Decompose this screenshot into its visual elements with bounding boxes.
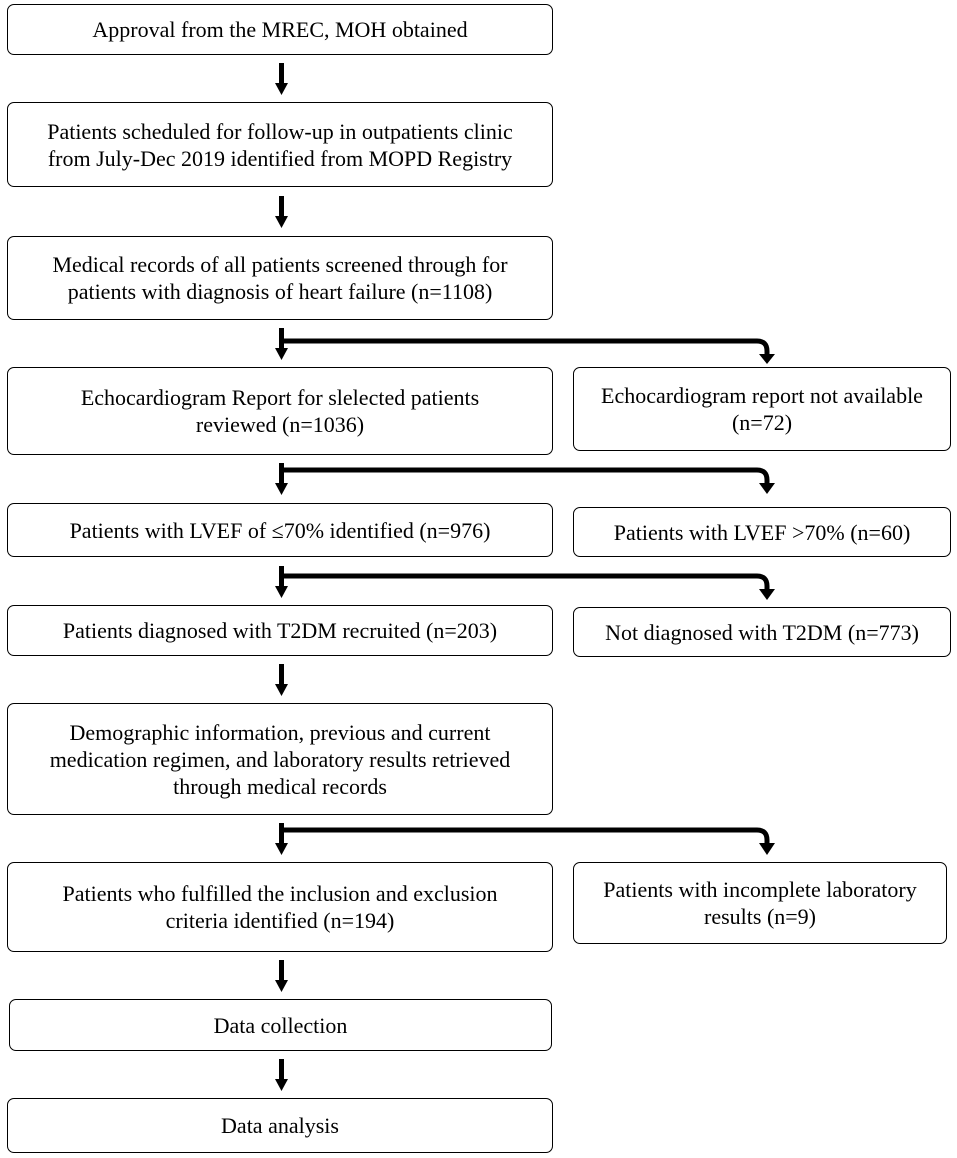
branch-arrow-no-t2dm	[284, 573, 770, 592]
branch-arrowhead-lvef-high	[759, 483, 775, 494]
arrow-collection-to-analysis	[275, 1059, 288, 1091]
exclusion-incomplete-lab-line-1: Patients with incomplete laboratory	[603, 877, 917, 902]
step-echo-line-1: Echocardiogram Report for slelected pati…	[80, 385, 480, 410]
step-inclusion-line-1: Patients who fulfilled the inclusion and…	[62, 881, 498, 906]
step-analysis-line-1: Data analysis	[221, 1113, 339, 1138]
step-analysis-box: Data analysis	[7, 1098, 553, 1153]
branch-arrow-echo-na	[284, 338, 770, 357]
step-t2dm-box: Patients diagnosed with T2DM recruited (…	[7, 605, 553, 656]
step-collection-box: Data collection	[9, 999, 552, 1051]
arrow-inclusion-to-collection	[275, 960, 288, 992]
arrow-screened-to-echo	[275, 328, 288, 360]
exclusion-echo-na-line-2: (n=72)	[731, 410, 793, 435]
step-inclusion-box: Patients who fulfilled the inclusion and…	[7, 862, 553, 952]
exclusion-echo-na-box: Echocardiogram report not available (n=7…	[573, 367, 951, 451]
step-inclusion-line-2: criteria identified (n=194)	[165, 908, 395, 933]
arrow-approval-to-scheduled	[275, 63, 288, 95]
step-t2dm-line-1: Patients diagnosed with T2DM recruited (…	[62, 618, 498, 643]
exclusion-no-t2dm-line-1: Not diagnosed with T2DM (n=773)	[605, 619, 919, 645]
step-demographic-line-2: medication regimen, and laboratory resul…	[49, 746, 511, 772]
step-lvef-line-1: Patients with LVEF of ≤70% identified (n…	[69, 517, 491, 543]
step-approval-box: Approval from the MREC, MOH obtained	[7, 4, 553, 55]
step-screened-line-2: patients with diagnosis of heart failure…	[67, 279, 493, 304]
step-screened-box: Medical records of all patients screened…	[7, 236, 553, 320]
step-lvef-box: Patients with LVEF of ≤70% identified (n…	[7, 503, 553, 557]
step-approval-line-1: Approval from the MREC, MOH obtained	[92, 17, 468, 42]
branch-arrowhead-no-t2dm	[759, 589, 775, 600]
exclusion-no-t2dm-box: Not diagnosed with T2DM (n=773)	[573, 607, 951, 657]
branch-arrowhead-echo-na	[759, 354, 775, 364]
exclusion-echo-na-line-1: Echocardiogram report not available	[601, 383, 923, 408]
branch-arrow-lvef-high	[284, 467, 770, 486]
arrow-demographic-to-inclusion	[275, 823, 288, 855]
exclusion-incomplete-lab-line-2: results (n=9)	[704, 904, 816, 929]
exclusion-lvef-high-box: Patients with LVEF >70% (n=60)	[573, 507, 951, 557]
step-demographic-line-3: through medical records	[173, 773, 387, 799]
step-scheduled-line-2: from July-Dec 2019 identified from MOPD …	[47, 145, 513, 171]
step-collection-line-1: Data collection	[213, 1012, 348, 1038]
arrow-scheduled-to-screened	[275, 196, 288, 228]
step-screened-line-1: Medical records of all patients screened…	[52, 252, 508, 277]
arrow-lvef-to-t2dm	[275, 566, 288, 598]
exclusion-incomplete-lab-box: Patients with incomplete laboratory resu…	[573, 862, 947, 944]
branch-arrow-incomplete-lab	[284, 827, 770, 846]
step-echo-box: Echocardiogram Report for slelected pati…	[7, 367, 553, 455]
branch-arrowhead-incomplete-lab	[759, 843, 775, 855]
step-demographic-box: Demographic information, previous and cu…	[7, 703, 553, 815]
arrow-t2dm-to-demographic	[275, 664, 288, 696]
step-echo-line-2: reviewed (n=1036)	[195, 412, 365, 437]
step-scheduled-line-1: Patients scheduled for follow-up in outp…	[47, 118, 513, 144]
arrow-echo-to-lvef	[275, 463, 288, 495]
step-demographic-line-1: Demographic information, previous and cu…	[69, 719, 491, 745]
step-scheduled-box: Patients scheduled for follow-up in outp…	[7, 102, 553, 187]
exclusion-lvef-high-line-1: Patients with LVEF >70% (n=60)	[613, 519, 911, 545]
